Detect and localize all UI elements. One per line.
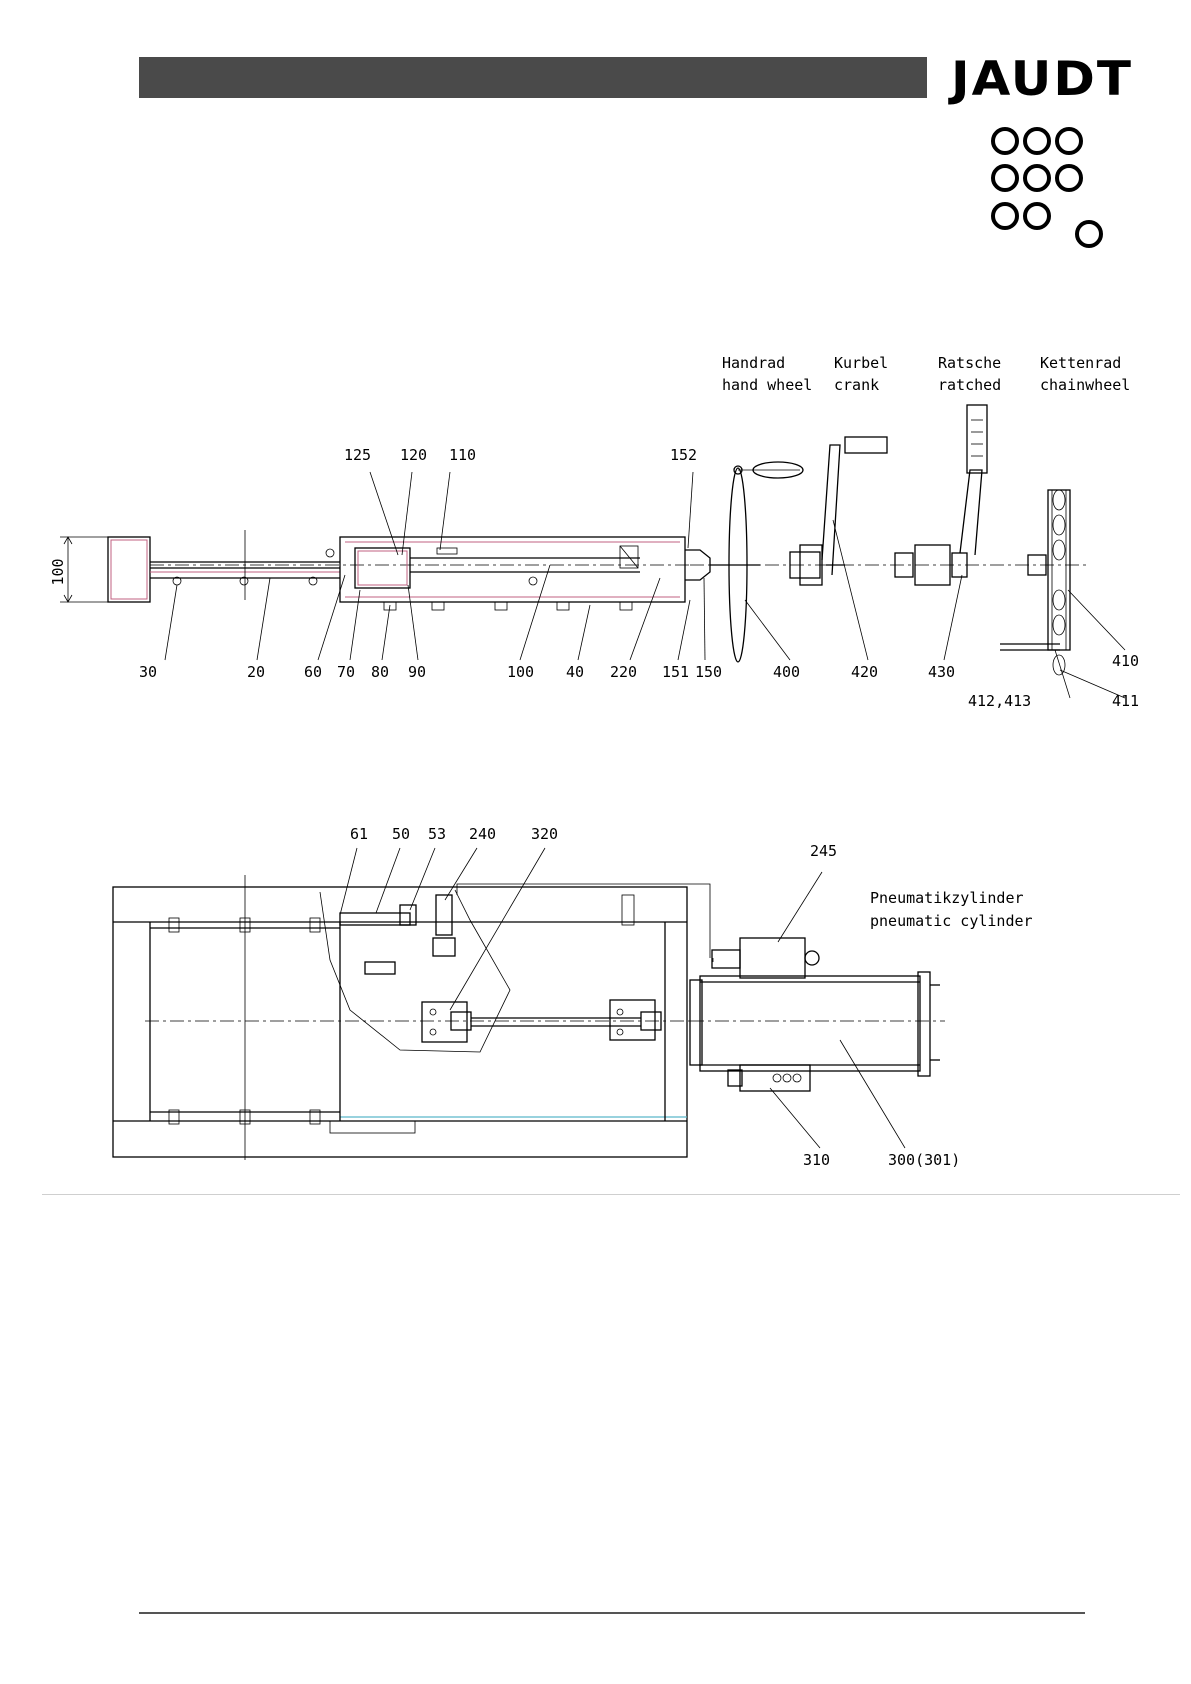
drive-option-en: hand wheel [722, 376, 812, 394]
part-label: 220 [610, 663, 637, 681]
part-label: 152 [670, 446, 697, 464]
drive-option-en: ratched [938, 376, 1001, 394]
part-label: 20 [247, 663, 265, 681]
part-label: 310 [803, 1151, 830, 1169]
part-label: 50 [392, 825, 410, 843]
part-label: 151 [662, 663, 689, 681]
part-label: 70 [337, 663, 355, 681]
part-label: 420 [851, 663, 878, 681]
part-label: 80 [371, 663, 389, 681]
drive-option-en: chainwheel [1040, 376, 1130, 394]
drive-option-de: Kettenrad [1040, 354, 1121, 372]
side-view-drawing: 100 [49, 354, 1139, 710]
part-label: 300(301) [888, 1151, 960, 1169]
drive-option-de: Handrad [722, 354, 785, 372]
part-label: 240 [469, 825, 496, 843]
part-label: 430 [928, 663, 955, 681]
part-label: 320 [531, 825, 558, 843]
part-label: 410 [1112, 652, 1139, 670]
part-label: 40 [566, 663, 584, 681]
part-label: 412,413 [968, 692, 1031, 710]
part-label: 120 [400, 446, 427, 464]
top-view-drawing: Pneumatikzylinder pneumatic cylinder 61 … [113, 825, 1033, 1169]
part-label: 90 [408, 663, 426, 681]
top-view-title-en: pneumatic cylinder [870, 912, 1033, 930]
part-label: 61 [350, 825, 368, 843]
part-label: 100 [507, 663, 534, 681]
part-label: 110 [449, 446, 476, 464]
drive-option-de: Ratsche [938, 354, 1001, 372]
part-label: 150 [695, 663, 722, 681]
footer-rule [139, 1612, 1085, 1614]
part-label: 60 [304, 663, 322, 681]
dimension-label: 100 [49, 558, 67, 585]
page-divider [42, 1194, 1180, 1195]
part-label: 400 [773, 663, 800, 681]
part-label: 53 [428, 825, 446, 843]
drive-option-en: crank [834, 376, 879, 394]
drive-option-de: Kurbel [834, 354, 888, 372]
part-label: 125 [344, 446, 371, 464]
part-label: 30 [139, 663, 157, 681]
top-view-title-de: Pneumatikzylinder [870, 889, 1024, 907]
part-label: 245 [810, 842, 837, 860]
part-label: 411 [1112, 692, 1139, 710]
